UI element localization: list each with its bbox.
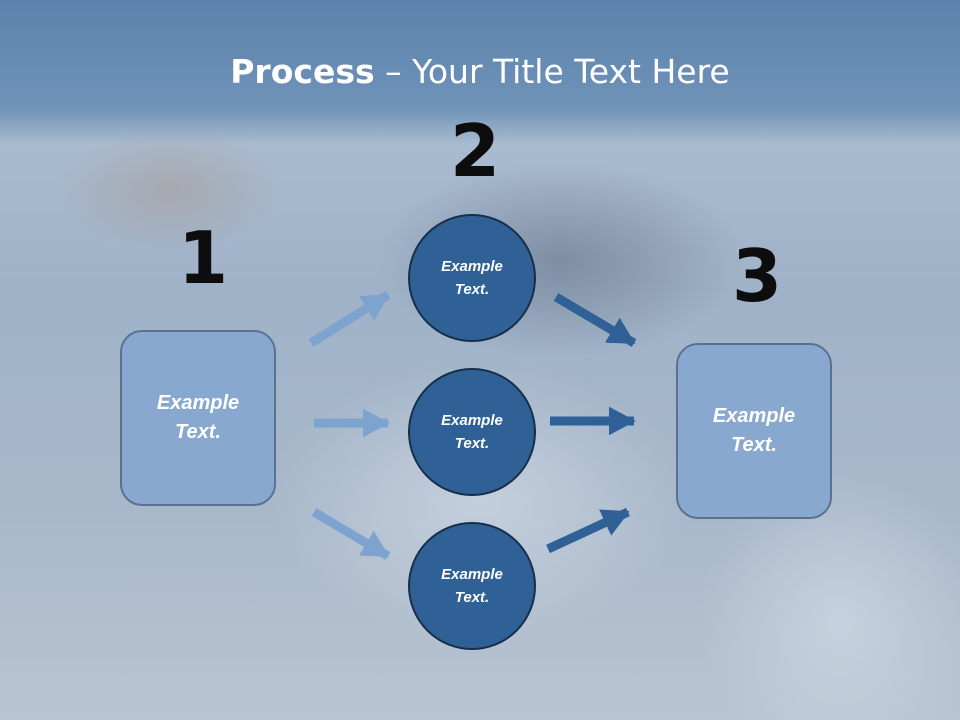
arrow-to-top	[308, 291, 391, 347]
arrow-to-bottom	[311, 508, 391, 560]
step-number-2: 2	[450, 109, 501, 193]
slide-title: Process – Your Title Text Here	[0, 52, 960, 91]
box-text-line1: Example	[156, 392, 240, 414]
circle-text-line2: Text.	[454, 281, 490, 298]
circle-text-line1: Example	[441, 412, 503, 429]
circle-text-line2: Text.	[454, 435, 490, 452]
box-text-line2: Text.	[175, 421, 221, 443]
step-box-3: Example Text.	[676, 343, 832, 519]
circle-text-line1: Example	[441, 566, 503, 583]
step-number-3: 3	[732, 234, 783, 318]
circle-middle: Example Text.	[408, 368, 536, 496]
arrow-from-bottom	[546, 507, 630, 554]
title-bold: Process	[230, 52, 375, 91]
arrow-from-top	[553, 293, 637, 347]
circle-text-line1: Example	[441, 258, 503, 275]
title-rest: – Your Title Text Here	[374, 52, 730, 91]
box-text-line2: Text.	[731, 434, 777, 456]
circle-top: Example Text.	[408, 214, 536, 342]
circle-bottom: Example Text.	[408, 522, 536, 650]
box-text-line1: Example	[712, 405, 796, 427]
circle-text-line2: Text.	[454, 589, 490, 606]
step-box-1: Example Text.	[120, 330, 276, 506]
step-number-1: 1	[178, 216, 229, 300]
